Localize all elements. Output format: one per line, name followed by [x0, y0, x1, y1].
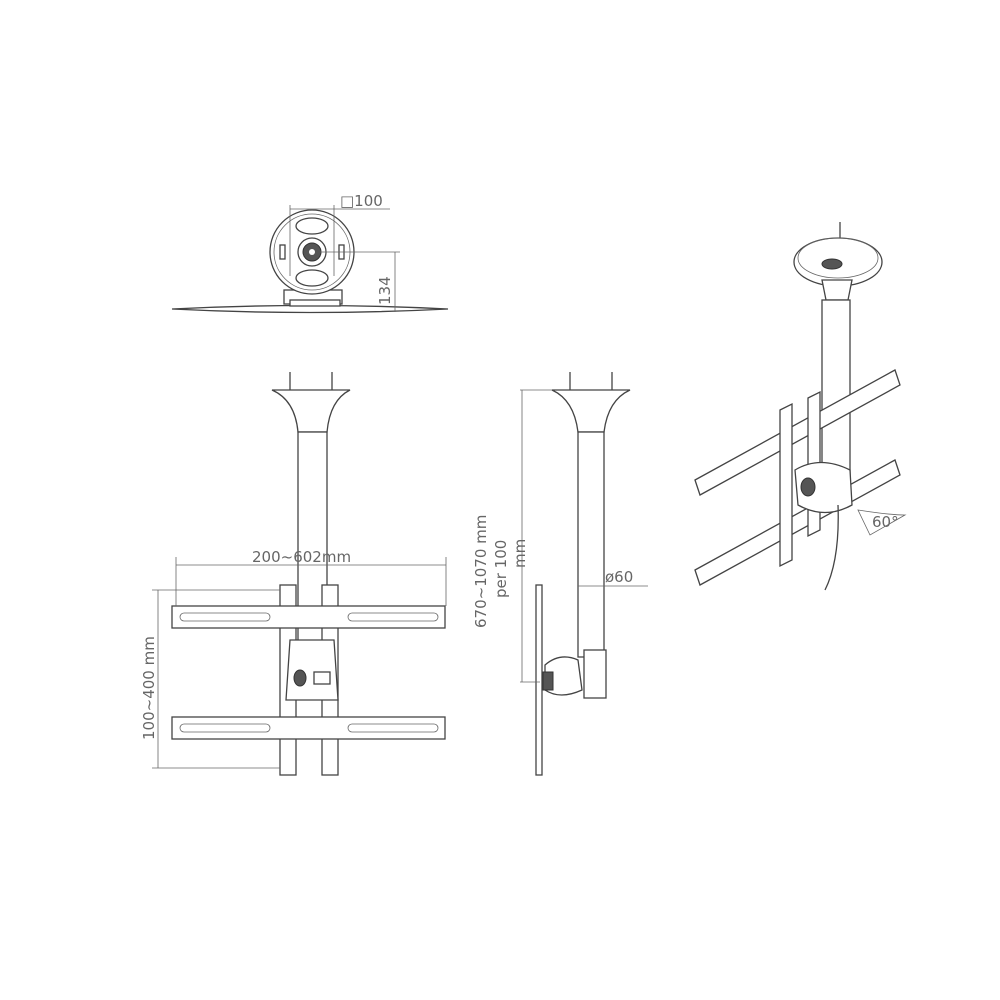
tilt-angle-label: 60° [872, 513, 899, 531]
plate-height-label: 134 [376, 276, 394, 305]
height-range-label: 100~400 mm [140, 636, 158, 740]
isometric-view [694, 222, 907, 591]
length-range-line2: per 100 [492, 540, 510, 598]
width-range-label: 200~602mm [252, 548, 351, 566]
side-view [520, 372, 648, 776]
length-range-line1: 670~1070 mm [472, 515, 490, 628]
top-view [171, 205, 449, 314]
pole-diameter-label: ø60 [605, 568, 633, 586]
length-range-line3: mm [511, 539, 529, 568]
square-size-label: □100 [340, 192, 383, 210]
front-view [152, 372, 447, 776]
